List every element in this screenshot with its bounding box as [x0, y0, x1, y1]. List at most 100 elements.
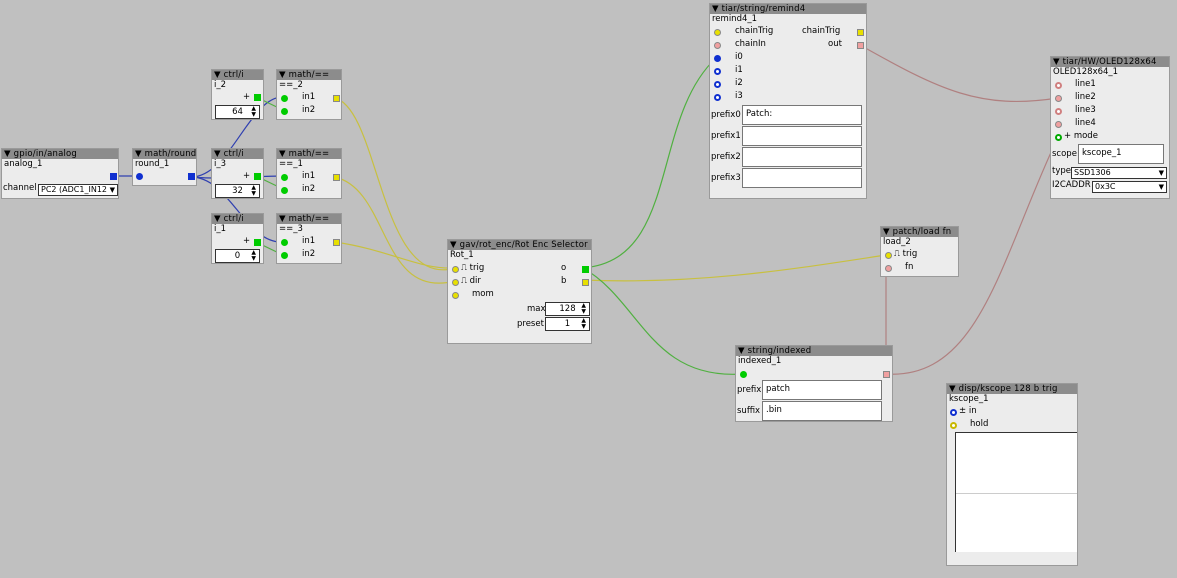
- spinner-arrows-icon: ▲▼: [581, 317, 586, 330]
- inlet-in1-pin[interactable]: [281, 174, 288, 181]
- node-kscope[interactable]: ▼ disp/kscope 128 b trig kscope_1 ± in h…: [946, 383, 1078, 566]
- inlet-in1-pin[interactable]: [281, 95, 288, 102]
- inlet-in-label: ± in: [959, 406, 977, 416]
- i2caddr-select-value: 0x3C: [1095, 182, 1116, 191]
- inlet-i0-label: i0: [735, 52, 743, 62]
- node-math-eq2[interactable]: ▼ math/== ==_2 in1 in2: [276, 69, 342, 120]
- i2caddr-select[interactable]: 0x3C▼: [1092, 181, 1167, 193]
- node-rot-enc-selector[interactable]: ▼ gav/rot_enc/Rot Enc Selector Rot_1 ⎍ t…: [447, 239, 592, 344]
- inlet-in2-pin[interactable]: [281, 187, 288, 194]
- inlet-fn-pin[interactable]: [885, 265, 892, 272]
- inlet-chaintrig-pin[interactable]: [714, 29, 721, 36]
- outlet-b-pin[interactable]: [582, 279, 589, 286]
- prefix0-field[interactable]: Patch:: [742, 105, 862, 125]
- node-remind4[interactable]: ▼ tiar/string/remind4 remind4_1 chainTri…: [709, 3, 867, 199]
- prefix3-field[interactable]: [742, 168, 862, 188]
- inlet-trig-label: ⎍ trig: [894, 249, 918, 259]
- instance-name: ==_3: [279, 224, 303, 234]
- wire-eq1-rot: [334, 176, 456, 284]
- node-type-label: ▼ math/==: [277, 149, 341, 159]
- node-ctrl-i3[interactable]: ▼ ctrl/i i_3 + 32▲▼: [211, 148, 264, 199]
- inlet-i1-label: i1: [735, 65, 743, 75]
- inlet-trig-pin[interactable]: [885, 252, 892, 259]
- channel-select[interactable]: PC2 (ADC1_IN12▼: [38, 184, 118, 196]
- inlet-in1-label: in1: [302, 92, 316, 102]
- node-type-label: ▼ string/indexed: [736, 346, 892, 356]
- scope-field[interactable]: kscope_1: [1078, 144, 1164, 164]
- inlet-i2-pin[interactable]: [714, 81, 721, 88]
- instance-name: i_2: [214, 80, 227, 90]
- outlet-int-pin[interactable]: [188, 173, 195, 180]
- node-type-label: ▼ ctrl/i: [212, 214, 263, 224]
- wire-rot-b-load: [582, 254, 887, 282]
- inlet-trig-pin[interactable]: [452, 266, 459, 273]
- outlet-chaintrig-label: chainTrig: [802, 26, 841, 36]
- instance-name: i_1: [214, 224, 227, 234]
- type-select[interactable]: SSD1306▼: [1071, 167, 1167, 179]
- prefix1-label: prefix1: [711, 131, 741, 141]
- prefix0-label: prefix0: [711, 110, 741, 120]
- instance-name: load_2: [883, 237, 911, 247]
- prefix2-field[interactable]: [742, 147, 862, 167]
- inlet-in-pin[interactable]: [950, 409, 957, 416]
- inlet-trig-label: ⎍ trig: [461, 263, 485, 273]
- inlet-mom-label: mom: [472, 289, 494, 299]
- scope-baseline: [956, 493, 1077, 494]
- inlet-fn-label: fn: [905, 262, 914, 272]
- outlet-frac-pin[interactable]: [254, 94, 261, 101]
- node-gpio-analog[interactable]: ▼ gpio/in/analog analog_1 channel PC2 (A…: [1, 148, 119, 199]
- value-spinner[interactable]: 0▲▼: [215, 249, 260, 263]
- inlet-line4-pin[interactable]: [1055, 121, 1062, 128]
- value-spinner[interactable]: 32▲▼: [215, 184, 260, 198]
- outlet-int-pin[interactable]: [110, 173, 117, 180]
- instance-name: analog_1: [4, 159, 43, 169]
- inlet-i1-pin[interactable]: [714, 68, 721, 75]
- node-ctrl-i1[interactable]: ▼ ctrl/i i_1 + 0▲▼: [211, 213, 264, 264]
- inlet-line2-pin[interactable]: [1055, 95, 1062, 102]
- node-oled128x64[interactable]: ▼ tiar/HW/OLED128x64 OLED128x64_1 line1 …: [1050, 56, 1170, 199]
- inlet-mom-pin[interactable]: [452, 292, 459, 299]
- outlet-frac-pin[interactable]: [254, 239, 261, 246]
- inlet-index-pin[interactable]: [740, 371, 747, 378]
- inlet-dir-pin[interactable]: [452, 279, 459, 286]
- inlet-line3-label: line3: [1075, 105, 1096, 115]
- outlet-bool-pin[interactable]: [333, 95, 340, 102]
- preset-spinner[interactable]: 1▲▼: [545, 317, 590, 331]
- max-spinner[interactable]: 128▲▼: [545, 302, 590, 316]
- outlet-bool-pin[interactable]: [333, 174, 340, 181]
- inlet-i3-pin[interactable]: [714, 94, 721, 101]
- node-string-indexed[interactable]: ▼ string/indexed indexed_1 prefix patch …: [735, 345, 893, 422]
- outlet-o-pin[interactable]: [582, 266, 589, 273]
- node-type-label: ▼ ctrl/i: [212, 149, 263, 159]
- inlet-i0-pin[interactable]: [714, 55, 721, 62]
- node-type-label: ▼ tiar/string/remind4: [710, 4, 866, 14]
- outlet-string-pin[interactable]: [883, 371, 890, 378]
- inlet-in2-pin[interactable]: [281, 252, 288, 259]
- node-patch-load-fn[interactable]: ▼ patch/load fn load_2 ⎍ trig fn: [880, 226, 959, 277]
- instance-name: ==_1: [279, 159, 303, 169]
- inlet-mode-pin[interactable]: [1055, 134, 1062, 141]
- node-math-eq1[interactable]: ▼ math/== ==_1 in1 in2: [276, 148, 342, 199]
- inlet-in2-pin[interactable]: [281, 108, 288, 115]
- outlet-chaintrig-pin[interactable]: [857, 29, 864, 36]
- value-spinner[interactable]: 64▲▼: [215, 105, 260, 119]
- spinner-arrows-icon: ▲▼: [251, 249, 256, 262]
- outlet-out-pin[interactable]: [857, 42, 864, 49]
- inlet-chainin-pin[interactable]: [714, 42, 721, 49]
- node-ctrl-i2[interactable]: ▼ ctrl/i i_2 + 64▲▼: [211, 69, 264, 120]
- inlet-line3-pin[interactable]: [1055, 108, 1062, 115]
- prefix1-field[interactable]: [742, 126, 862, 146]
- inlet-hold-pin[interactable]: [950, 422, 957, 429]
- suffix-field[interactable]: .bin: [762, 401, 882, 421]
- inlet-int-pin[interactable]: [136, 173, 143, 180]
- inlet-in1-pin[interactable]: [281, 239, 288, 246]
- suffix-label: suffix: [737, 406, 761, 416]
- node-type-label: ▼ patch/load fn: [881, 227, 958, 237]
- outlet-bool-pin[interactable]: [333, 239, 340, 246]
- prefix-field[interactable]: patch: [762, 380, 882, 400]
- node-math-round[interactable]: ▼ math/round round_1: [132, 148, 197, 186]
- outlet-frac-pin[interactable]: [254, 173, 261, 180]
- instance-name: OLED128x64_1: [1053, 67, 1119, 77]
- inlet-line1-pin[interactable]: [1055, 82, 1062, 89]
- node-math-eq3[interactable]: ▼ math/== ==_3 in1 in2: [276, 213, 342, 264]
